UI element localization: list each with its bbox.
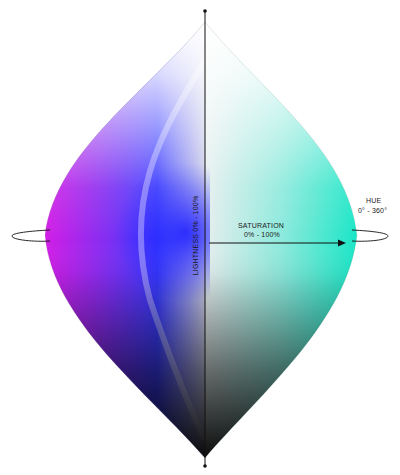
saturation-label: SATURATION: [238, 222, 284, 229]
saturation-range: 0% - 100%: [244, 231, 280, 238]
lightness-axis: [205, 11, 206, 466]
saturation-arrow: [209, 243, 341, 244]
hue-label: HUE: [366, 197, 381, 204]
solid-fill: [40, 20, 360, 460]
hue-ring-right: [352, 230, 388, 241]
hue-ring-left: [12, 230, 50, 241]
lightness-label: LIGHTNESS 0% - 100%: [192, 195, 199, 275]
hue-range: 0° - 360°: [358, 207, 387, 214]
